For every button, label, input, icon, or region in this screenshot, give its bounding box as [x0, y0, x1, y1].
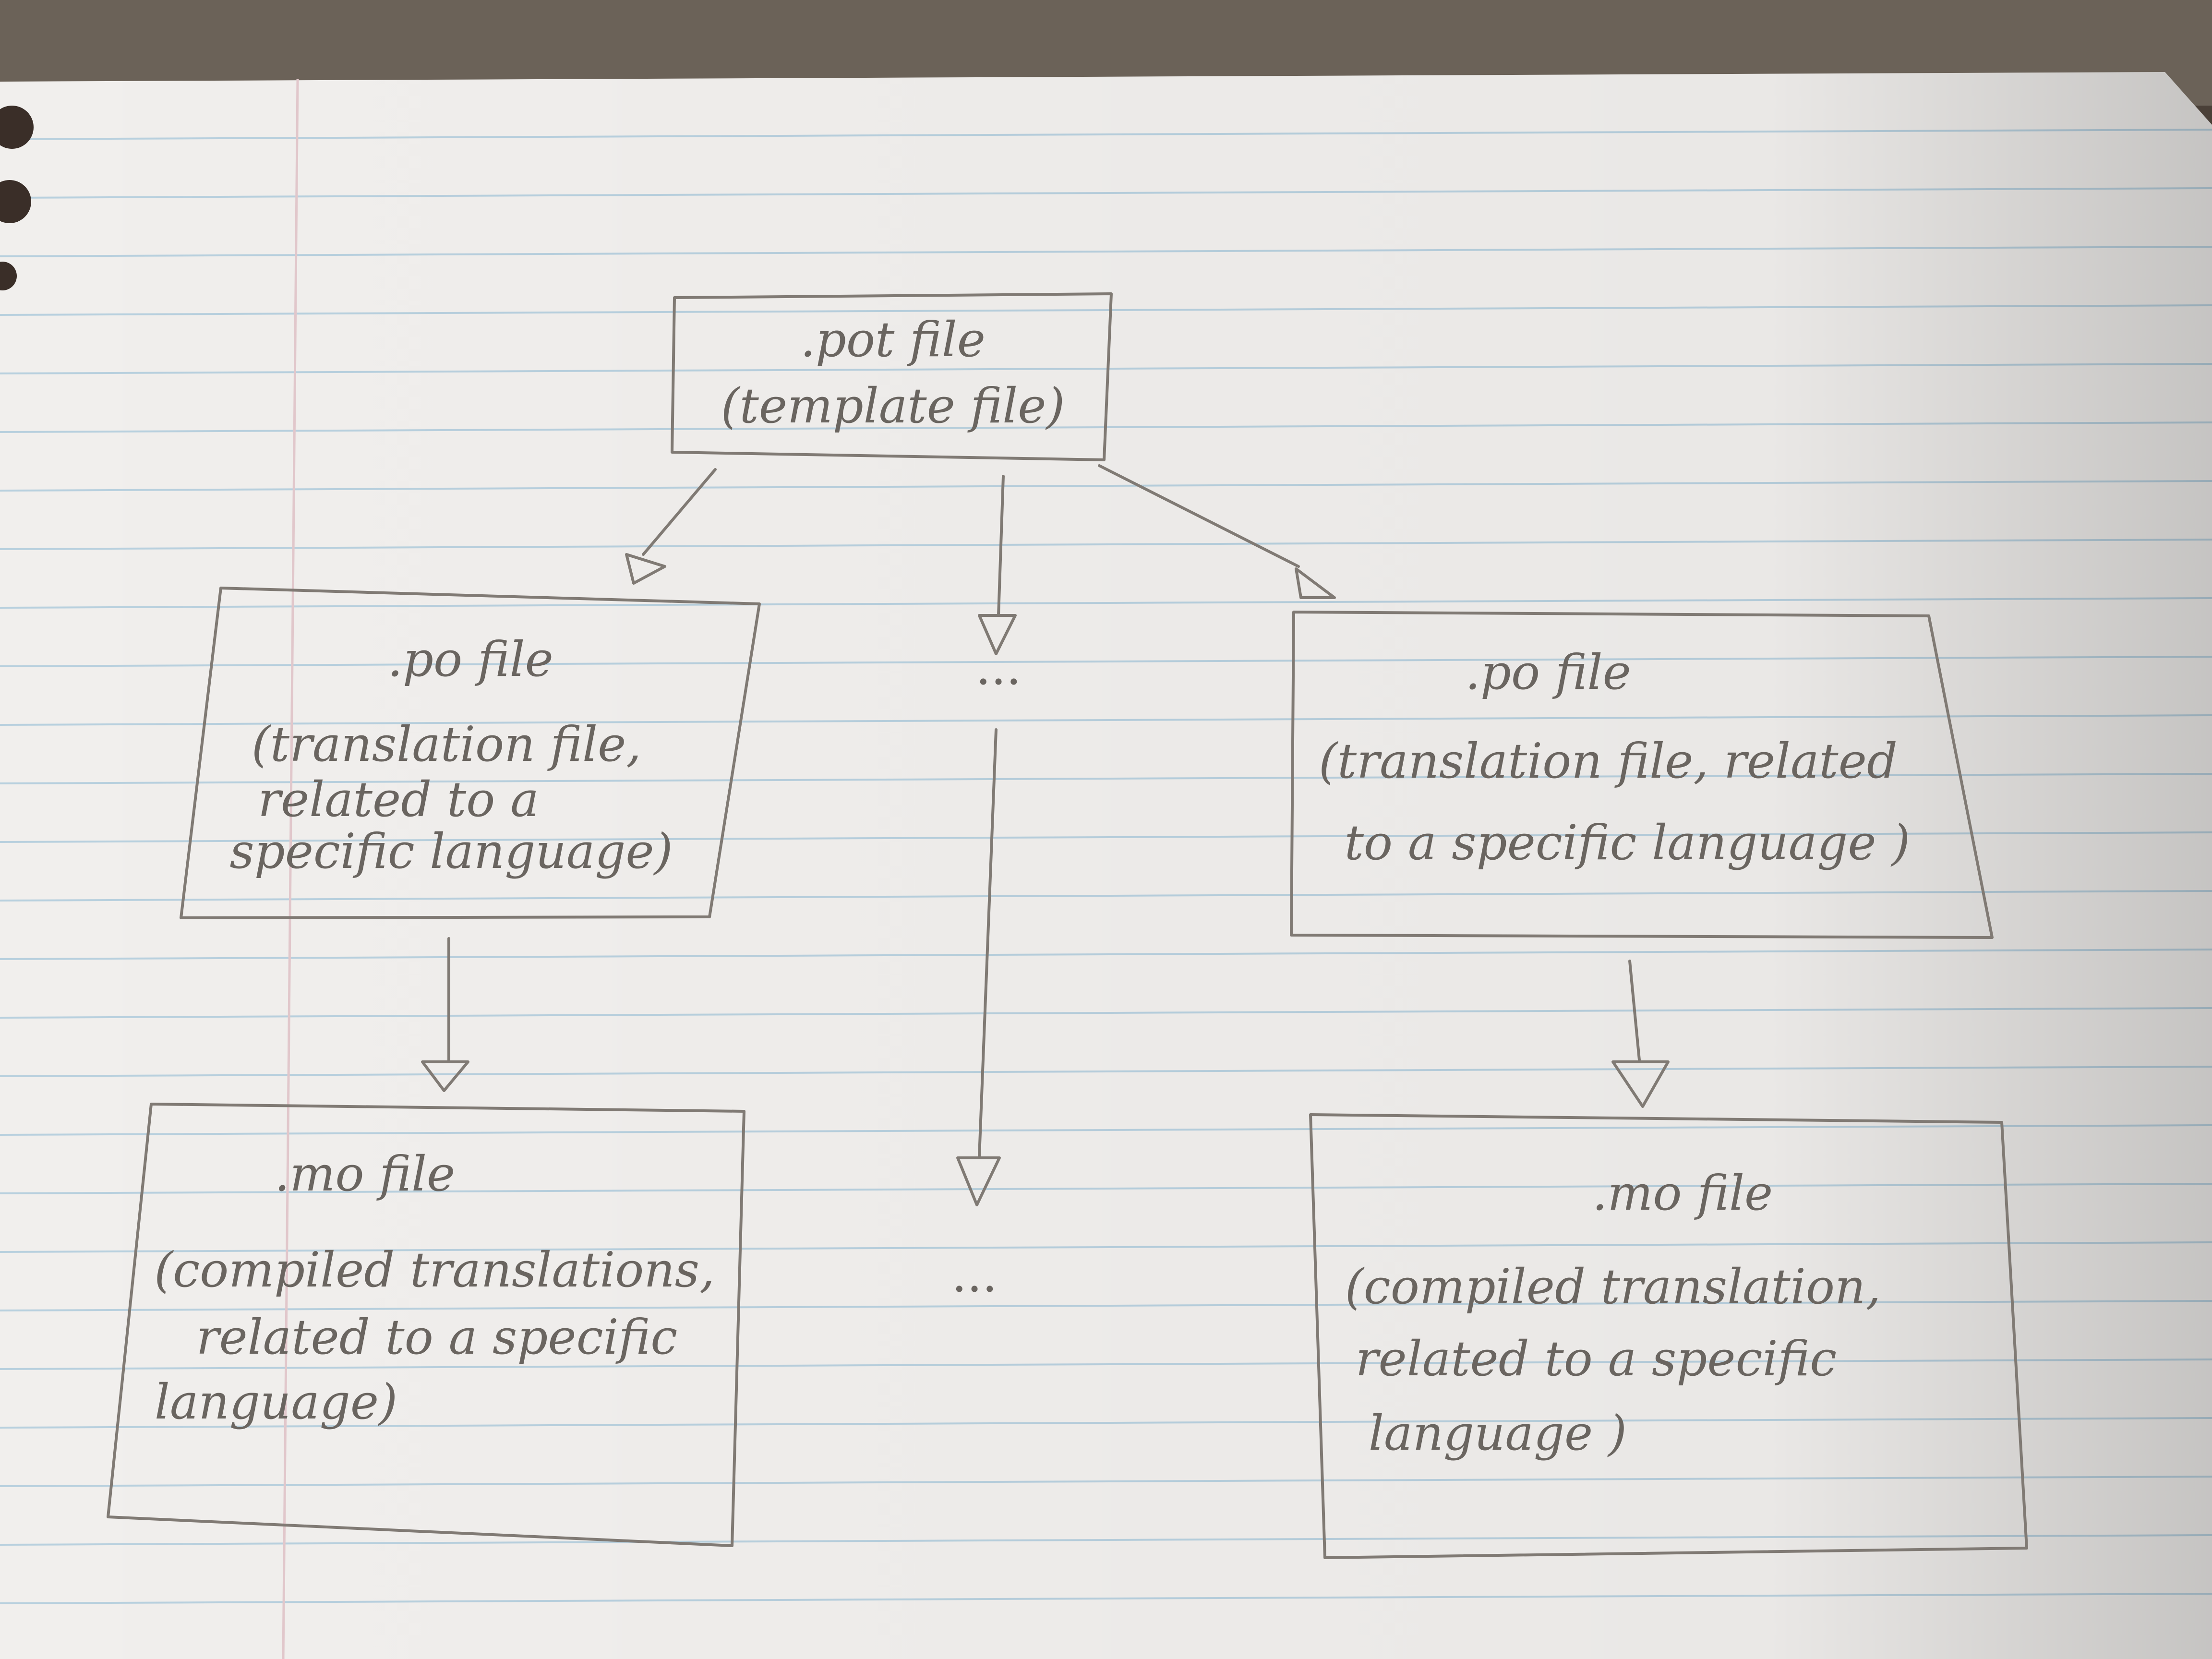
mo-file-left-line3: related to a specific: [196, 1309, 678, 1365]
mo-file-right-line3: related to a specific: [1356, 1331, 1837, 1387]
mo-file-left-box: [107, 1103, 745, 1547]
mo-file-right-line4: language ): [1369, 1405, 1627, 1461]
po-file-left-title: .po file: [387, 631, 553, 687]
po-file-right-line2: (translation file, related: [1319, 733, 1898, 789]
mo-file-left-node: .mo file (compiled translations, related…: [107, 1103, 745, 1547]
po-file-left-line4: specific language): [229, 823, 673, 879]
edge-po-left-to-mo-left: [421, 937, 469, 1092]
arrowhead-icon: [1611, 1060, 1670, 1108]
po-file-right-line3: to a specific language ): [1345, 815, 1911, 871]
edge-pot-to-middle: [978, 475, 1017, 655]
edge-po-right-to-mo-right: [1611, 960, 1670, 1108]
shadow-overlay: [0, 72, 2212, 1659]
pot-file-box: [671, 292, 1113, 461]
binder-hole: [0, 262, 17, 290]
mo-file-left-line4: language): [155, 1374, 397, 1430]
po-file-left-box: [180, 587, 761, 919]
po-file-right-title: .po file: [1465, 644, 1631, 700]
pot-file-subtitle: (template file): [721, 378, 1065, 434]
edge-pot-to-po-right: [1098, 464, 1336, 599]
po-file-left-line2: (translation file,: [252, 716, 641, 772]
mo-file-right-title: .mo file: [1592, 1165, 1773, 1221]
arrowhead-icon: [978, 614, 1017, 655]
po-file-left-line3: related to a: [258, 771, 539, 828]
mo-file-right-node: .mo file (compiled translation, related …: [1309, 1113, 2028, 1559]
arrowhead-icon: [956, 1156, 1001, 1206]
arrowhead-icon: [625, 553, 666, 585]
mo-file-left-line2: (compiled translations,: [154, 1242, 715, 1298]
po-file-right-node: .po file (translation file, related to a…: [1290, 611, 1994, 939]
arrowhead-icon: [1295, 567, 1336, 599]
ellipsis-lower: ...: [951, 1247, 997, 1303]
mo-file-left-title: .mo file: [275, 1146, 455, 1202]
pot-file-title: .pot file: [800, 312, 986, 368]
mo-file-right-line2: (compiled translation,: [1345, 1259, 1881, 1315]
edge-middle-down: [956, 728, 1001, 1206]
pot-file-node: .pot file (template file): [671, 292, 1113, 461]
binder-hole: [0, 106, 34, 149]
mo-file-right-box: [1309, 1113, 2028, 1559]
edge-pot-to-po-left: [625, 468, 717, 585]
po-file-left-node: .po file (translation file, related to a…: [180, 587, 761, 919]
po-file-right-box: [1290, 611, 1994, 939]
binder-hole: [0, 180, 31, 223]
arrowhead-icon: [421, 1060, 469, 1092]
